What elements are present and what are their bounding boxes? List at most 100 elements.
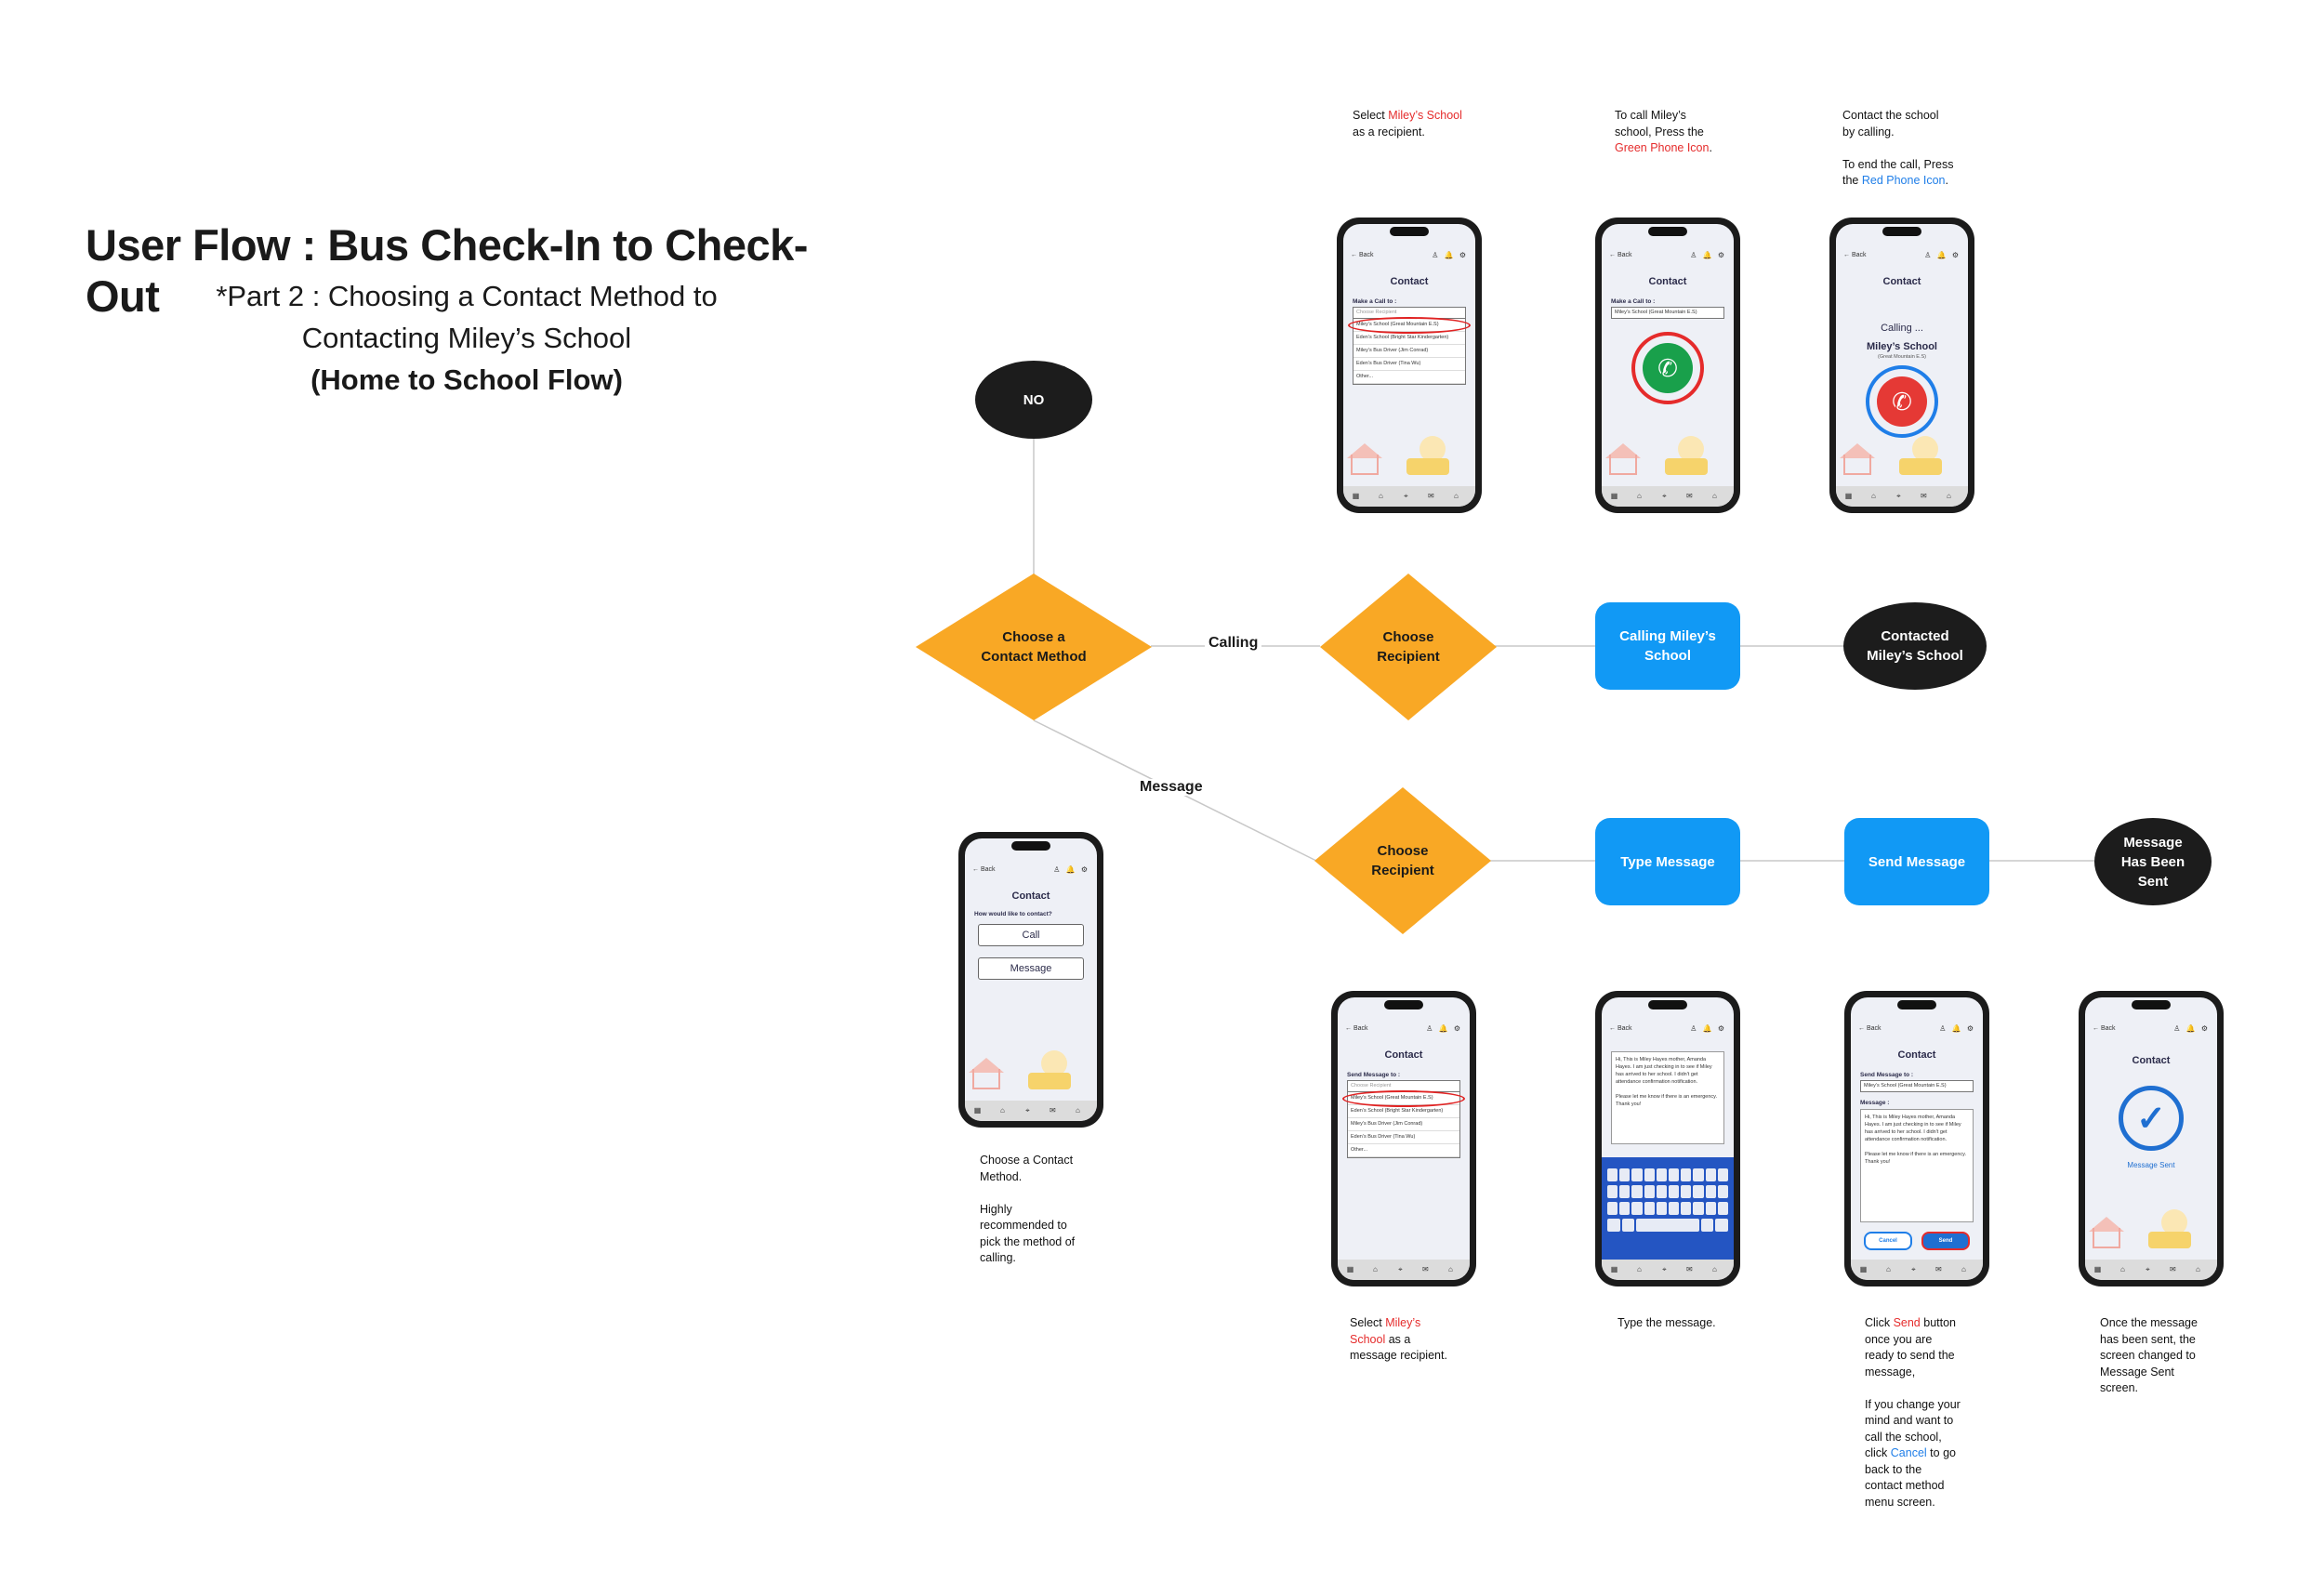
selection-highlight <box>1342 1090 1465 1107</box>
recipient-option[interactable]: Eden’s Bus Driver (Tina Wu) <box>1348 1131 1459 1144</box>
recipient-option[interactable]: Miley’s Bus Driver (Jim Conrad) <box>1348 1118 1459 1131</box>
recipient-option[interactable]: Miley’s Bus Driver (Jim Conrad) <box>1353 345 1465 358</box>
nav-home-icon[interactable]: ⌂ <box>1453 492 1459 500</box>
message-textarea[interactable]: Hi, This is Miley Hayes mother, Amanda H… <box>1860 1109 1974 1222</box>
message-sent-label: Message Sent <box>2127 1161 2175 1169</box>
node-choose-recipient-call: Choose Recipient <box>1320 574 1497 720</box>
illustration-scene <box>2085 1190 2217 1260</box>
header-icons[interactable]: ♙ 🔔 ⚙ <box>1690 251 1726 259</box>
nav-message-icon[interactable]: ✉ <box>2170 1265 2176 1273</box>
recipient-option[interactable]: Eden’s School (Bright Star Kindergarten) <box>1353 332 1465 345</box>
cancel-button[interactable]: Cancel <box>1864 1232 1912 1250</box>
recipient-option[interactable]: Eden’s Bus Driver (Tina Wu) <box>1353 358 1465 371</box>
nav-map-icon[interactable]: ⌖ <box>1404 492 1408 500</box>
nav-map-icon[interactable]: ⌖ <box>1398 1265 1403 1273</box>
nav-message-icon[interactable]: ✉ <box>1050 1106 1056 1115</box>
node-message-sent: Message Has Been Sent <box>2094 818 2212 905</box>
recipient-option[interactable]: Eden’s School (Bright Star Kindergarten) <box>1348 1105 1459 1118</box>
nav-profile-icon[interactable]: ▦ <box>1346 1265 1354 1273</box>
subtitle-line-2: Contacting Miley’s School <box>301 322 632 354</box>
back-link[interactable]: ← Back <box>972 866 996 873</box>
back-link[interactable]: ← Back <box>1351 252 1374 258</box>
nav-profile-icon[interactable]: ▦ <box>1610 492 1618 500</box>
phone-screen: ← Back ♙ 🔔 ⚙ Contact Make a Call to : Mi… <box>1602 224 1734 507</box>
message-textarea[interactable]: Hi, This is Miley Hayes mother, Amanda H… <box>1611 1051 1724 1144</box>
nav-map-icon[interactable]: ⌖ <box>1662 1265 1667 1273</box>
page-subtitle: *Part 2 : Choosing a Contact Method to C… <box>86 275 848 401</box>
back-link[interactable]: ← Back <box>1609 1025 1632 1032</box>
nav-message-icon[interactable]: ✉ <box>1428 492 1434 500</box>
nav-profile-icon[interactable]: ▦ <box>1859 1265 1868 1273</box>
nav-map-icon[interactable]: ⌖ <box>1896 492 1901 500</box>
nav-map-icon[interactable]: ⌖ <box>1911 1265 1916 1273</box>
header-icons[interactable]: ♙ 🔔 ⚙ <box>1426 1024 1462 1033</box>
send-message-to-label: Send Message to : <box>1347 1072 1401 1078</box>
nav-home-icon[interactable]: ⌂ <box>2195 1265 2200 1273</box>
message-button[interactable]: Message <box>978 957 1084 980</box>
back-link[interactable]: ← Back <box>2093 1025 2116 1032</box>
recipient-option[interactable]: Other... <box>1348 1144 1459 1157</box>
recipient-option[interactable]: Other... <box>1353 371 1465 384</box>
nav-home-icon[interactable]: ⌂ <box>1711 492 1717 500</box>
nav-home-icon[interactable]: ⌂ <box>1447 1265 1453 1273</box>
node-no: NO <box>975 361 1092 439</box>
phone-message-select-recipient: ← Back ♙ 🔔 ⚙ Contact Send Message to : C… <box>1331 991 1476 1286</box>
nav-home-icon[interactable]: ⌂ <box>1946 492 1951 500</box>
nav-profile-icon[interactable]: ▦ <box>1352 492 1360 500</box>
nav-bus-icon[interactable]: ⌂ <box>1000 1106 1005 1115</box>
header-icons[interactable]: ♙ 🔔 ⚙ <box>1053 865 1089 874</box>
phone-send-message: ← Back ♙ 🔔 ⚙ Contact Send Message to : M… <box>1844 991 1989 1286</box>
nav-map-icon[interactable]: ⌖ <box>2146 1265 2150 1273</box>
red-phone-button[interactable]: ✆ <box>1866 365 1938 438</box>
nav-bus-icon[interactable]: ⌂ <box>2120 1265 2125 1273</box>
hang-up-icon: ✆ <box>1877 376 1927 427</box>
header-icons[interactable]: ♙ 🔔 ⚙ <box>1432 251 1468 259</box>
nav-bus-icon[interactable]: ⌂ <box>1379 492 1383 500</box>
illustration-scene <box>965 1031 1097 1101</box>
calling-status: Calling ... <box>1881 323 1923 334</box>
green-phone-button[interactable]: ✆ <box>1631 332 1704 404</box>
header-icons[interactable]: ♙ 🔔 ⚙ <box>1924 251 1961 259</box>
header-icons[interactable]: ♙ 🔔 ⚙ <box>2173 1024 2210 1033</box>
nav-message-icon[interactable]: ✉ <box>1686 492 1693 500</box>
nav-bus-icon[interactable]: ⌂ <box>1637 1265 1642 1273</box>
back-link[interactable]: ← Back <box>1858 1025 1882 1032</box>
recipient-dropdown[interactable]: Miley’s School (Great Mountain E.S) <box>1860 1080 1974 1092</box>
nav-profile-icon[interactable]: ▦ <box>2093 1265 2102 1273</box>
keyboard[interactable] <box>1602 1157 1734 1260</box>
bottom-nav: ▦ ⌂ ⌖ ✉ ⌂ <box>1343 486 1475 507</box>
nav-bus-icon[interactable]: ⌂ <box>1871 492 1876 500</box>
page-title: User Flow : Bus Check-In to Check- Out <box>86 220 808 321</box>
back-link[interactable]: ← Back <box>1843 252 1867 258</box>
check-icon: ✓ <box>2119 1086 2184 1151</box>
header-icons[interactable]: ♙ 🔔 ⚙ <box>1690 1024 1726 1033</box>
back-link[interactable]: ← Back <box>1345 1025 1368 1032</box>
nav-map-icon[interactable]: ⌖ <box>1025 1106 1030 1115</box>
bottom-nav: ▦ ⌂ ⌖ ✉ ⌂ <box>1338 1260 1470 1280</box>
nav-bus-icon[interactable]: ⌂ <box>1373 1265 1378 1273</box>
back-link[interactable]: ← Back <box>1609 252 1632 258</box>
nav-home-icon[interactable]: ⌂ <box>1075 1106 1080 1115</box>
bottom-nav: ▦ ⌂ ⌖ ✉ ⌂ <box>965 1101 1097 1121</box>
nav-profile-icon[interactable]: ▦ <box>973 1106 982 1115</box>
call-button[interactable]: Call <box>978 924 1084 946</box>
how-contact-label: How would like to contact? <box>974 911 1052 917</box>
recipient-dropdown[interactable]: Miley’s School (Great Mountain E.S) <box>1611 307 1724 319</box>
phone-calling: ← Back ♙ 🔔 ⚙ Contact Calling ... Miley’s… <box>1829 218 1974 513</box>
header-icons[interactable]: ♙ 🔔 ⚙ <box>1939 1024 1975 1033</box>
send-message-to-label: Send Message to : <box>1860 1072 1914 1078</box>
nav-profile-icon[interactable]: ▦ <box>1610 1265 1618 1273</box>
nav-profile-icon[interactable]: ▦ <box>1844 492 1853 500</box>
nav-message-icon[interactable]: ✉ <box>1921 492 1927 500</box>
nav-message-icon[interactable]: ✉ <box>1422 1265 1429 1273</box>
nav-message-icon[interactable]: ✉ <box>1935 1265 1942 1273</box>
nav-message-icon[interactable]: ✉ <box>1686 1265 1693 1273</box>
nav-home-icon[interactable]: ⌂ <box>1711 1265 1717 1273</box>
nav-map-icon[interactable]: ⌖ <box>1662 492 1667 500</box>
nav-bus-icon[interactable]: ⌂ <box>1637 492 1642 500</box>
send-button[interactable]: Send <box>1921 1232 1970 1250</box>
nav-home-icon[interactable]: ⌂ <box>1961 1265 1966 1273</box>
edge-label-message: Message <box>1136 779 1207 796</box>
screen-title: Contact <box>1384 1049 1423 1061</box>
nav-bus-icon[interactable]: ⌂ <box>1886 1265 1891 1273</box>
